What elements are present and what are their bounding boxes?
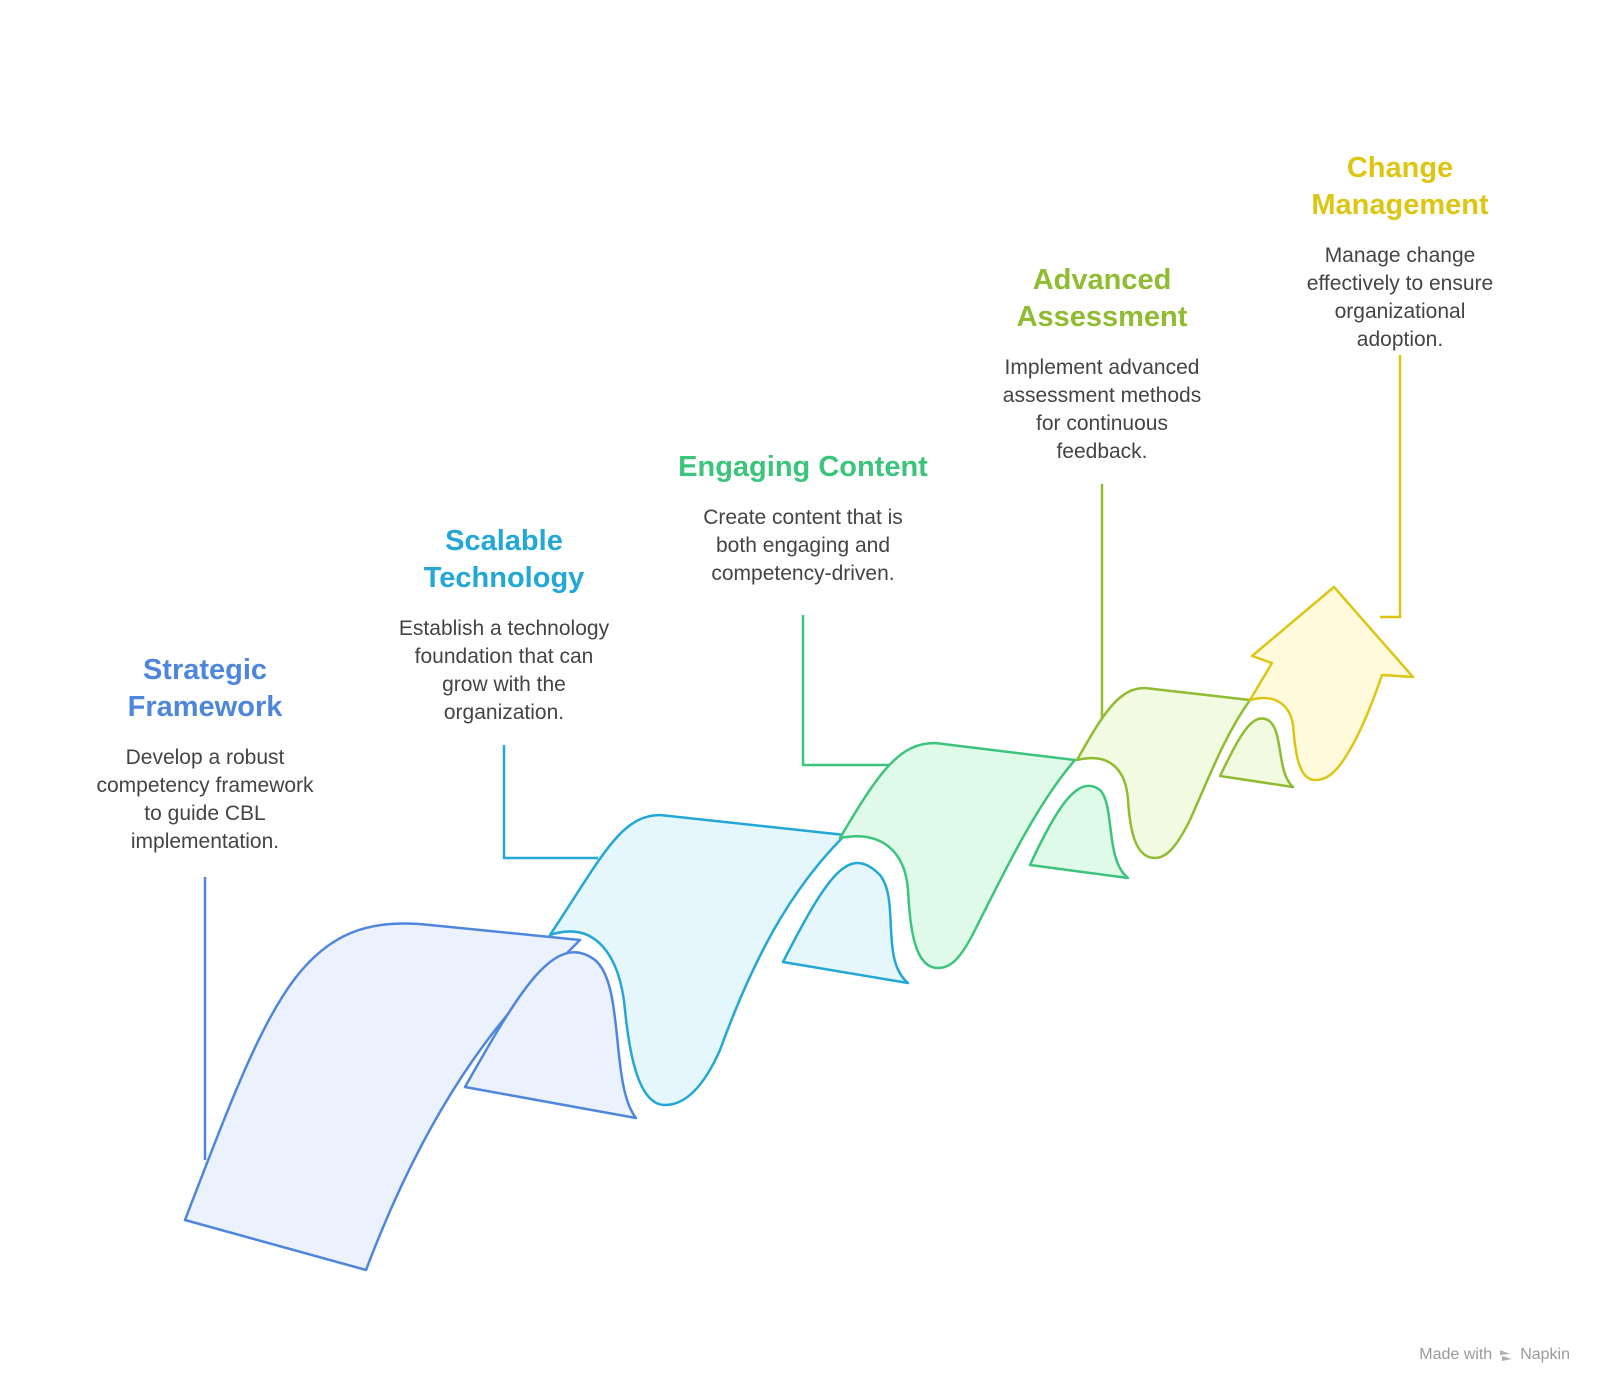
step-engaging-content: Engaging Content Create content that is … [678, 449, 928, 588]
ribbon-step-1 [183, 922, 638, 1272]
ribbon-step-2 [548, 813, 910, 1107]
step-description: Manage change effectively to ensure orga… [1306, 244, 1494, 351]
connector-step-3 [801, 615, 890, 767]
step-change-management: Change Management Manage change effectiv… [1300, 150, 1500, 354]
ribbon-step-3 [838, 741, 1130, 970]
step-strategic-framework: Strategic Framework Develop a robust com… [96, 652, 313, 856]
made-with-napkin-footer: Made with Napkin [1419, 1346, 1570, 1364]
step-scalable-technology: Scalable Technology Establish a technolo… [399, 523, 609, 727]
step-description: Implement advanced assessment methods fo… [1002, 356, 1202, 463]
connector-step-2 [502, 745, 598, 860]
step-description: Create content that is both engaging and… [703, 506, 903, 585]
footer-prefix: Made with [1419, 1346, 1493, 1363]
step-title: Engaging Content [678, 451, 928, 483]
connector-step-5 [1380, 355, 1402, 619]
step-title: Change Management [1311, 152, 1489, 221]
step-description: Establish a technology foundation that c… [398, 617, 610, 724]
step-title: Advanced Assessment [1016, 264, 1188, 333]
footer-brand: Napkin [1520, 1346, 1570, 1363]
arrow-step-5 [1248, 585, 1415, 782]
step-advanced-assessment: Advanced Assessment Implement advanced a… [1003, 262, 1201, 466]
napkin-logo-icon [1498, 1347, 1514, 1363]
step-title: Strategic Framework [127, 654, 283, 723]
ribbon-step-4 [1075, 686, 1295, 860]
step-description: Develop a robust competency framework to… [96, 746, 314, 853]
step-title: Scalable Technology [423, 525, 585, 594]
